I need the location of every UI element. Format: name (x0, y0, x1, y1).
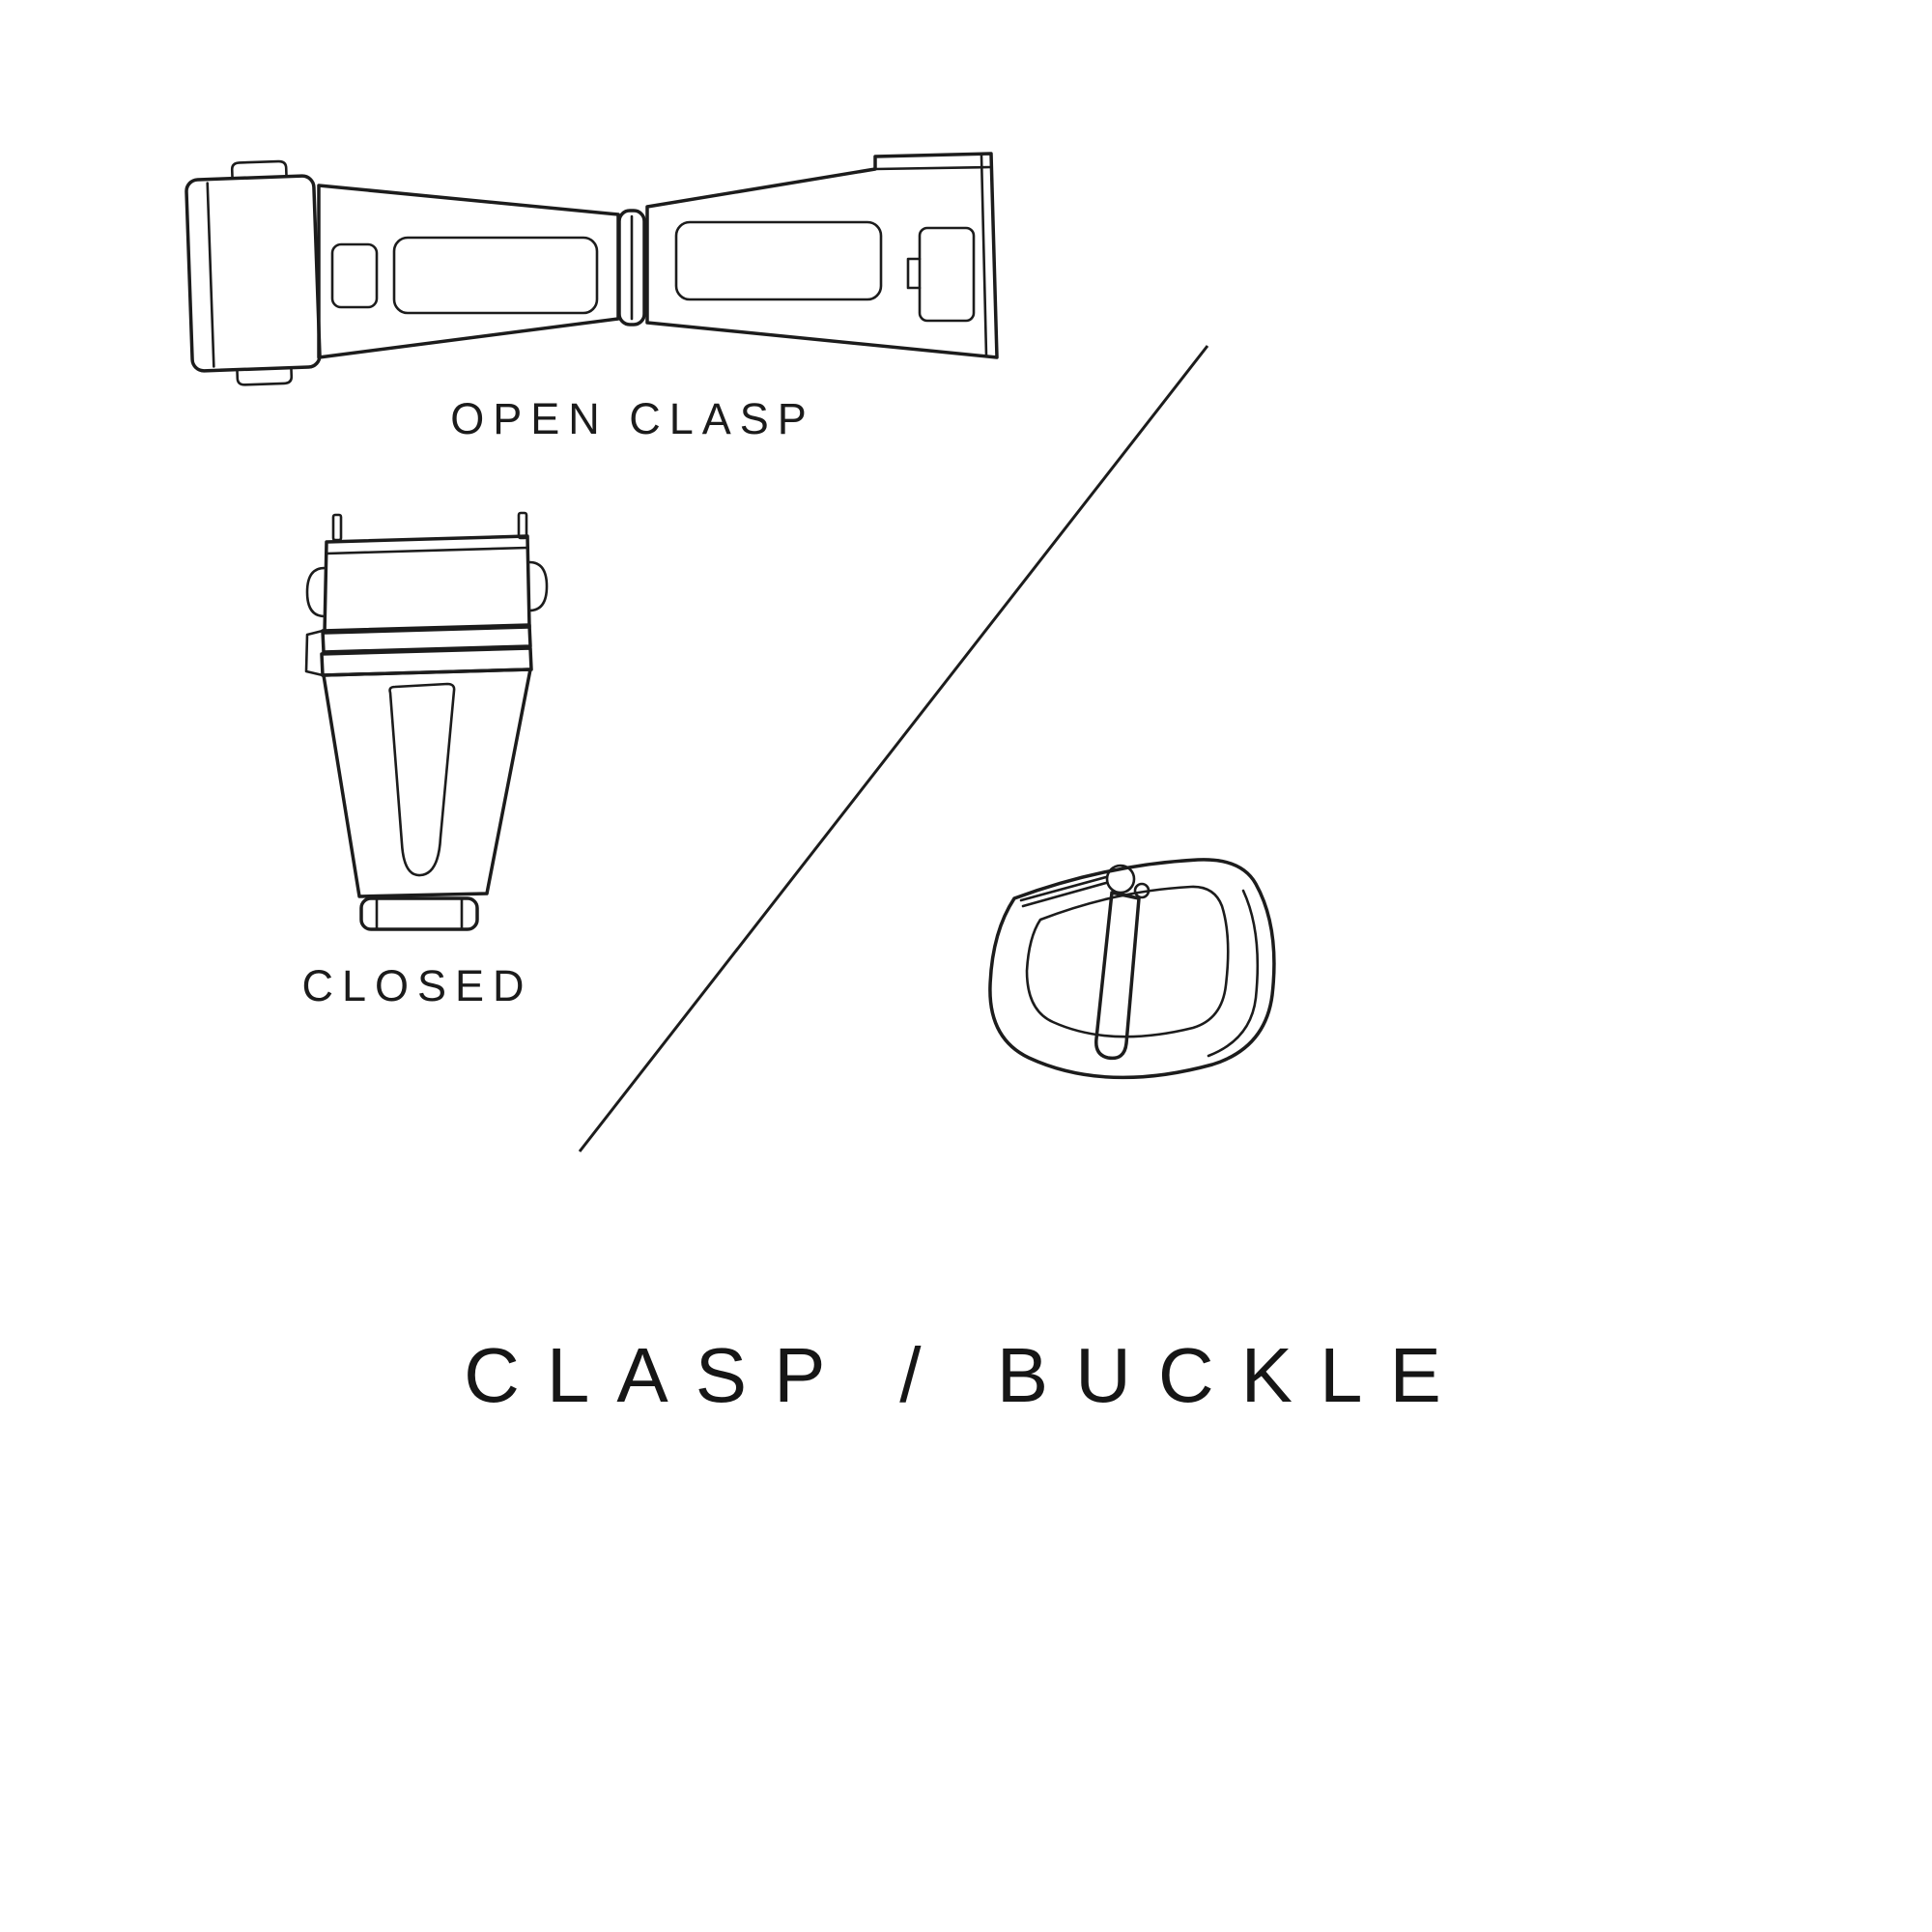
open-clasp-figure (174, 143, 1014, 389)
divider-line (570, 338, 1217, 1159)
page-title: CLASP / BUCKLE (464, 1332, 1468, 1418)
buckle-figure (961, 840, 1285, 1116)
closed-clasp-figure (295, 507, 551, 937)
open-clasp-icon (185, 152, 999, 386)
pin-buckle-icon (988, 858, 1276, 1080)
closed-clasp-label: CLOSED (301, 961, 533, 1010)
open-clasp-label: OPEN CLASP (450, 394, 815, 443)
closed-clasp-icon (304, 511, 549, 931)
